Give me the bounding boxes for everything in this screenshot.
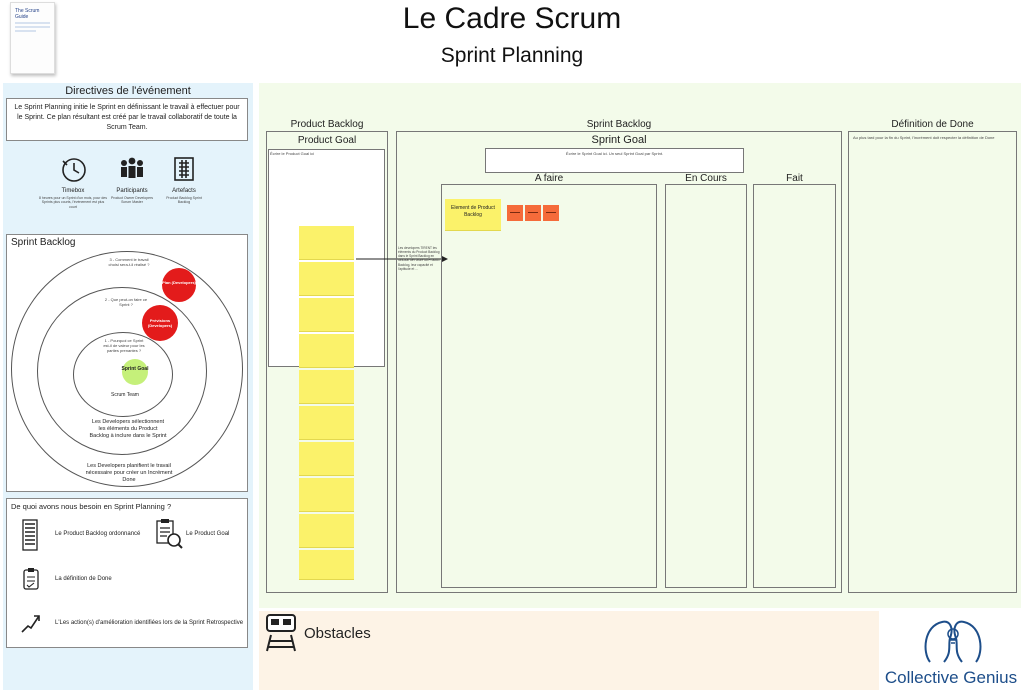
timebox-desc: 8 heures pour un Sprint d'un mois, pour … xyxy=(39,195,107,209)
checklist-icon xyxy=(23,568,39,590)
page-subtitle: Sprint Planning xyxy=(440,44,584,67)
planify-label: Les Developers planifient le travail néc… xyxy=(85,463,173,484)
artefacts-block: Artefacts Product Backlog Sprint Backlog xyxy=(162,155,206,205)
question-3: 3 - Comment le travail choisi sera-t-il … xyxy=(108,257,150,268)
product-backlog-item[interactable] xyxy=(299,406,354,440)
task-card[interactable] xyxy=(507,205,523,221)
task-line xyxy=(546,212,556,213)
page-title: Le Cadre Scrum xyxy=(402,2,622,35)
participants-label: Participants xyxy=(116,188,148,194)
sprint-backlog-column xyxy=(396,131,842,593)
sprint-goal-box[interactable] xyxy=(485,148,744,173)
need-dod: La définition de Done xyxy=(55,576,112,582)
participants-desc: Product Owner Developers Scrum Master xyxy=(110,195,154,205)
question-1: 1 - Pourquoi ce Sprint est-il de valeur … xyxy=(103,338,145,354)
artefact-icon xyxy=(174,157,194,181)
sprint-goal-text: Écrire le Sprint Goal ici. Un seul Sprin… xyxy=(565,151,664,156)
sprint-goal-title: Sprint Goal xyxy=(591,134,647,146)
in-progress-column[interactable] xyxy=(665,184,747,588)
task-card[interactable] xyxy=(543,205,559,221)
participants-block: Participants Product Owner Developers Sc… xyxy=(106,155,158,205)
needs-box xyxy=(6,498,248,648)
product-backlog-item[interactable] xyxy=(299,298,354,332)
product-backlog-column xyxy=(266,131,388,593)
obstacles-area[interactable] xyxy=(259,611,879,690)
need-product-goal: Le Product Goal xyxy=(186,531,230,537)
dod-text: Au plus tard pour la fin du Sprint, l'in… xyxy=(853,135,995,140)
product-backlog-item[interactable] xyxy=(299,262,354,296)
timebox-block: Timebox 8 heures pour un Sprint d'un moi… xyxy=(38,155,108,209)
in-progress-header: En Cours xyxy=(685,173,727,184)
artefacts-desc: Product Backlog Sprint Backlog xyxy=(166,195,202,205)
sprint-backlog-item[interactable]: Element de Product Backlog xyxy=(445,199,501,231)
timebox-label: Timebox xyxy=(61,188,85,194)
task-line xyxy=(528,212,538,213)
product-backlog-item[interactable] xyxy=(299,226,354,260)
dod-header: Définition de Done xyxy=(891,119,974,130)
timer-icon xyxy=(62,158,86,182)
product-goal-text: Écrire le Product Goal ici xyxy=(270,151,315,156)
prevision-circle xyxy=(142,305,178,341)
need-retro-actions: L'Les action(s) d'amélioration identifié… xyxy=(55,620,244,626)
product-backlog-header: Product Backlog xyxy=(290,119,364,130)
directives-title: Directives de l'événement xyxy=(65,85,191,97)
pull-arrow-note: Les developers TIRENT les éléments du Pr… xyxy=(398,246,440,271)
product-backlog-item[interactable] xyxy=(299,334,354,368)
question-2: 2 - Que peut-on faire ce Sprint ? xyxy=(104,297,148,308)
todo-column[interactable] xyxy=(441,184,657,588)
artefacts-label: Artefacts xyxy=(172,188,196,194)
collective-genius-logo: Collective Genius xyxy=(884,668,1018,687)
pull-arrow xyxy=(356,256,448,262)
obstacles-label: Obstacles xyxy=(304,625,371,642)
task-card[interactable] xyxy=(525,205,541,221)
directives-text: Le Sprint Planning initie le Sprint en d… xyxy=(6,98,248,141)
cover-title: The Scrum Guide xyxy=(15,8,40,20)
sprint-backlog-diagram-title: Sprint Backlog xyxy=(11,237,76,248)
prevision-label: Prévisions (Developers) xyxy=(147,318,173,328)
product-backlog-item[interactable] xyxy=(299,514,354,548)
product-backlog-item[interactable] xyxy=(299,550,354,580)
task-line xyxy=(510,212,520,213)
product-backlog-item[interactable] xyxy=(299,442,354,476)
dod-column[interactable] xyxy=(848,131,1017,593)
product-backlog-item[interactable] xyxy=(299,370,354,404)
scrum-team-label: Scrum Team xyxy=(111,392,139,398)
product-backlog-item[interactable] xyxy=(299,478,354,512)
need-backlog: Le Product Backlog ordonnancé xyxy=(55,531,141,537)
product-goal-title: Product Goal xyxy=(297,135,357,146)
backlog-list-icon xyxy=(22,519,38,551)
growth-arrow-icon xyxy=(21,615,40,633)
people-icon xyxy=(121,157,143,178)
select-label: Les Developers sélectionnent les élément… xyxy=(89,419,167,440)
sprint-backlog-header: Sprint Backlog xyxy=(586,119,652,130)
todo-header: A faire xyxy=(534,173,564,184)
sprint-goal-circle xyxy=(122,359,148,385)
collective-genius-logo-icon xyxy=(924,620,982,663)
clipboard-chart-icon xyxy=(156,519,183,549)
railroad-obstacle-icon xyxy=(266,614,296,652)
done-header: Fait xyxy=(786,173,803,184)
scrum-guide-cover: The Scrum Guide xyxy=(10,2,55,74)
plan-label: Plan (Developers) xyxy=(162,280,196,285)
done-column[interactable] xyxy=(753,184,836,588)
plan-circle xyxy=(162,268,196,302)
sprint-goal-label: Sprint Goal xyxy=(121,366,149,372)
needs-title: De quoi avons nous besoin en Sprint Plan… xyxy=(11,502,172,511)
